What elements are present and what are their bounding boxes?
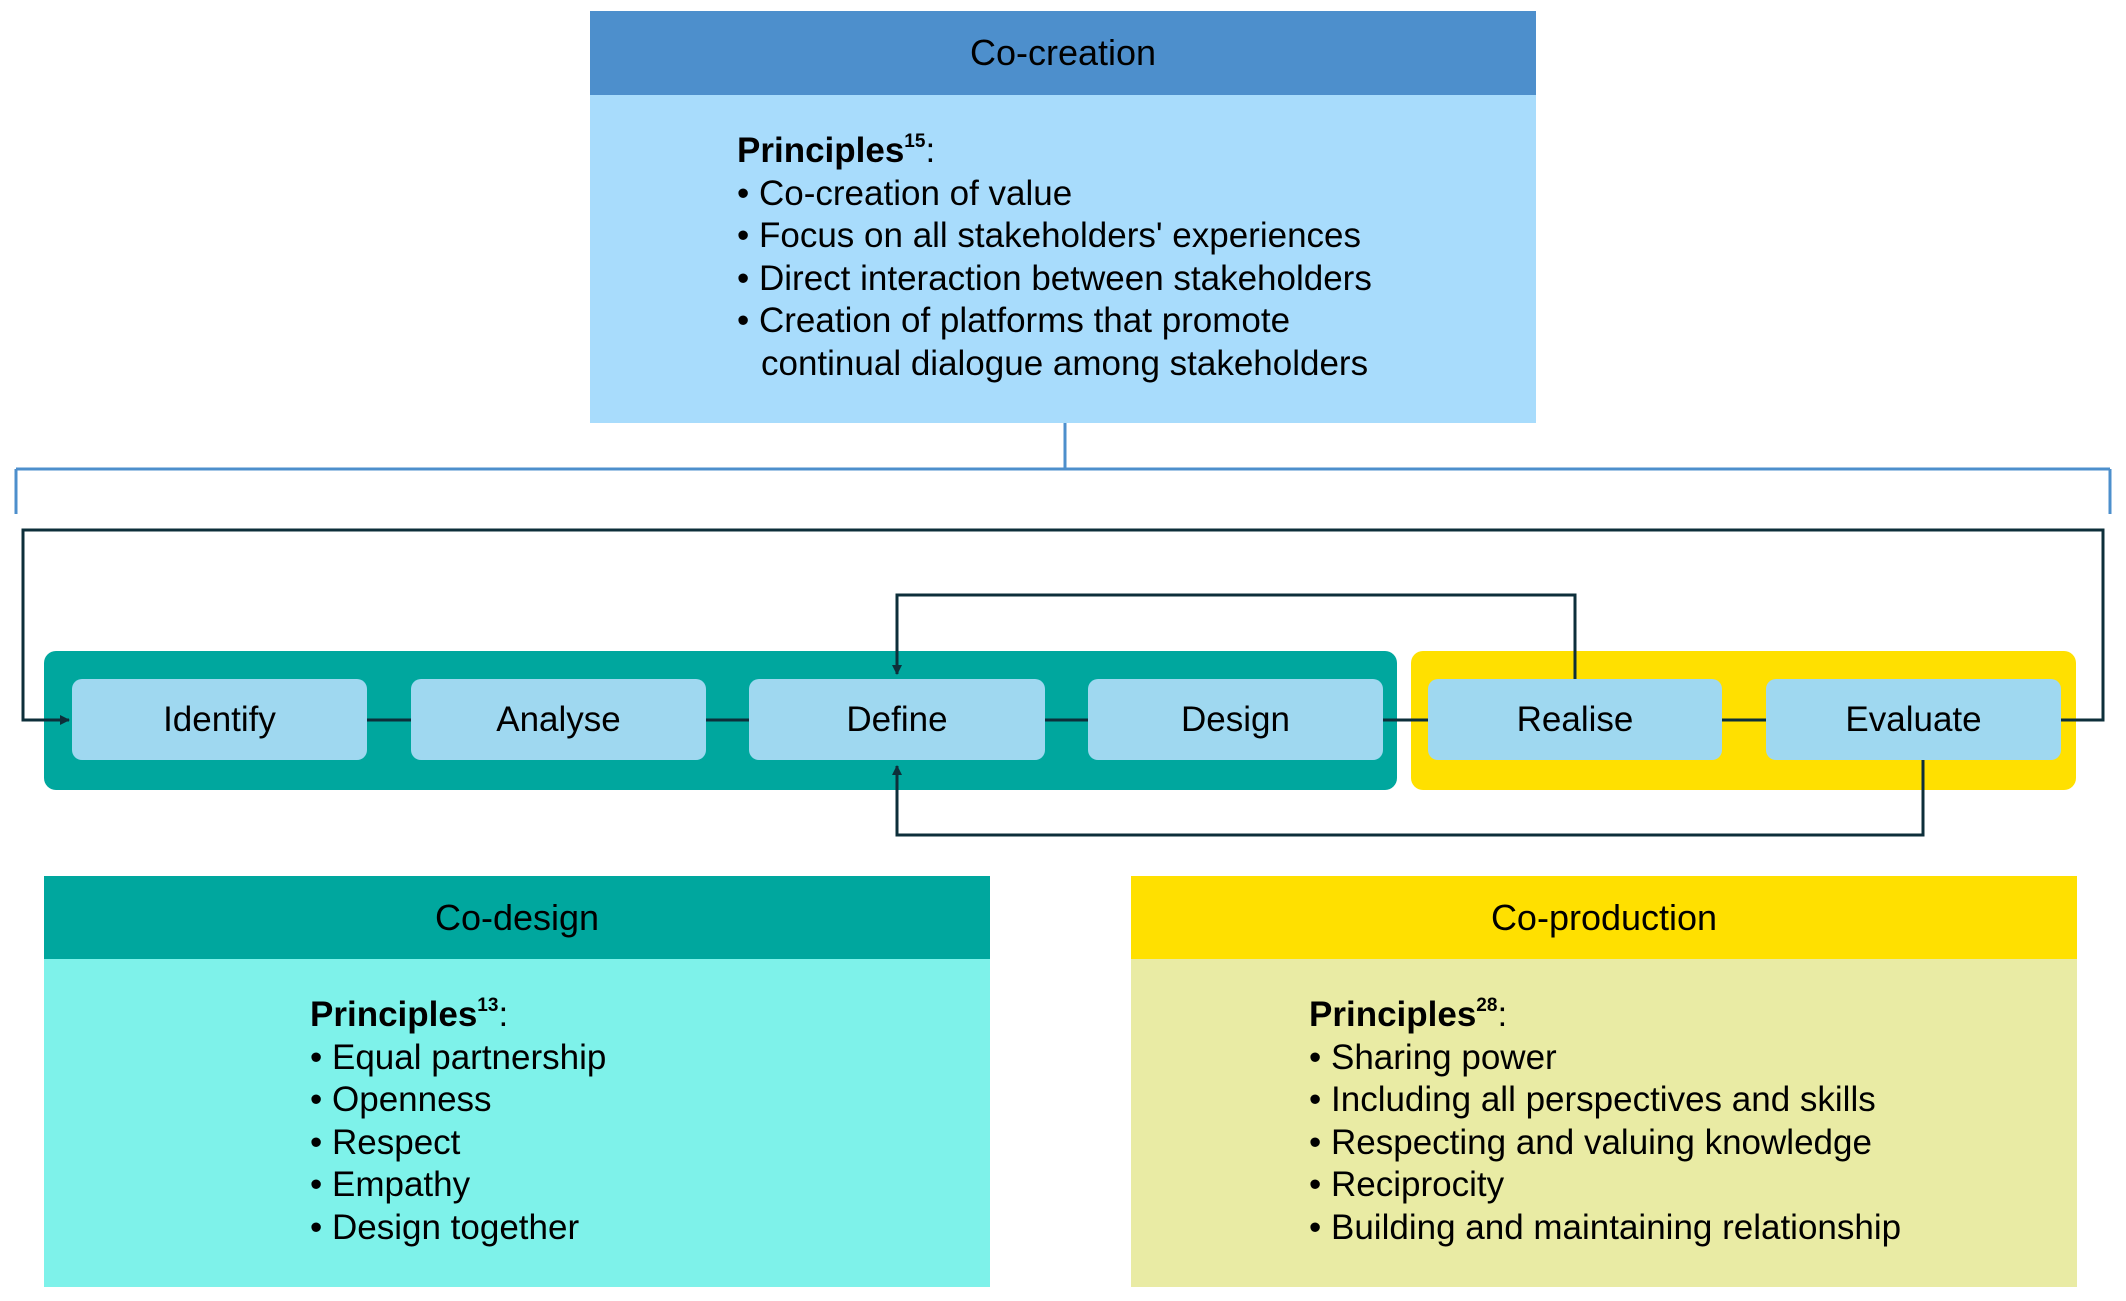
step-label: Design — [1181, 699, 1290, 739]
coproduction-body: Principles28: •Sharing power •Including … — [1131, 959, 2077, 1287]
step-analyse: Analyse — [411, 679, 706, 760]
cocreation-principles-heading: Principles15: — [737, 131, 936, 170]
step-realise: Realise — [1428, 679, 1722, 760]
cocreation-header: Co-creation — [590, 11, 1536, 95]
cocreation-body: Principles15: •Co-creation of value •Foc… — [590, 95, 1536, 423]
step-label: Realise — [1516, 699, 1634, 739]
cocreation-bracket — [14, 423, 2112, 514]
list-item: •Design together — [310, 1207, 580, 1247]
codesign-body: Principles13: •Equal partnership •Openne… — [44, 959, 990, 1287]
list-item: •Empathy — [310, 1165, 471, 1204]
codesign-principles-heading: Principles13: — [310, 995, 509, 1034]
coproduction-principles-ref: 28 — [1476, 995, 1498, 1016]
list-item: •Co-creation of value — [737, 173, 1073, 213]
list-item: •Creation of platforms that promote — [737, 301, 1291, 340]
step-label: Evaluate — [1845, 699, 1982, 739]
list-item-continuation: continual dialogue among stakeholders — [761, 343, 1369, 383]
step-design: Design — [1088, 679, 1383, 760]
list-item: •Direct interaction between stakeholders — [737, 258, 1372, 298]
list-item: •Sharing power — [1309, 1037, 1557, 1077]
step-define: Define — [749, 679, 1045, 760]
codesign-title: Co-design — [434, 896, 600, 938]
coproduction-header: Co-production — [1131, 876, 2077, 959]
coproduction-title: Co-production — [1490, 896, 1718, 938]
list-item: •Equal partnership — [310, 1037, 607, 1077]
list-item: •Openness — [310, 1080, 492, 1119]
list-item: •Focus on all stakeholders' experiences — [737, 216, 1362, 255]
cocreation-title: Co-creation — [969, 32, 1157, 73]
codesign-header: Co-design — [44, 876, 990, 959]
list-item: •Building and maintaining relationship — [1309, 1207, 1902, 1247]
list-item: •Respect — [310, 1122, 461, 1162]
cocreation-principles-ref: 15 — [904, 131, 926, 152]
list-item: •Including all perspectives and skills — [1309, 1080, 1876, 1119]
step-label: Identify — [163, 699, 276, 739]
codesign-principles-ref: 13 — [477, 995, 499, 1016]
list-item: •Respecting and valuing knowledge — [1309, 1122, 1872, 1162]
step-identify: Identify — [72, 679, 367, 760]
coproduction-principles-heading: Principles28: — [1309, 995, 1508, 1034]
step-label: Define — [846, 699, 948, 739]
step-evaluate: Evaluate — [1766, 679, 2061, 760]
step-label: Analyse — [496, 699, 621, 739]
list-item: •Reciprocity — [1309, 1165, 1505, 1204]
